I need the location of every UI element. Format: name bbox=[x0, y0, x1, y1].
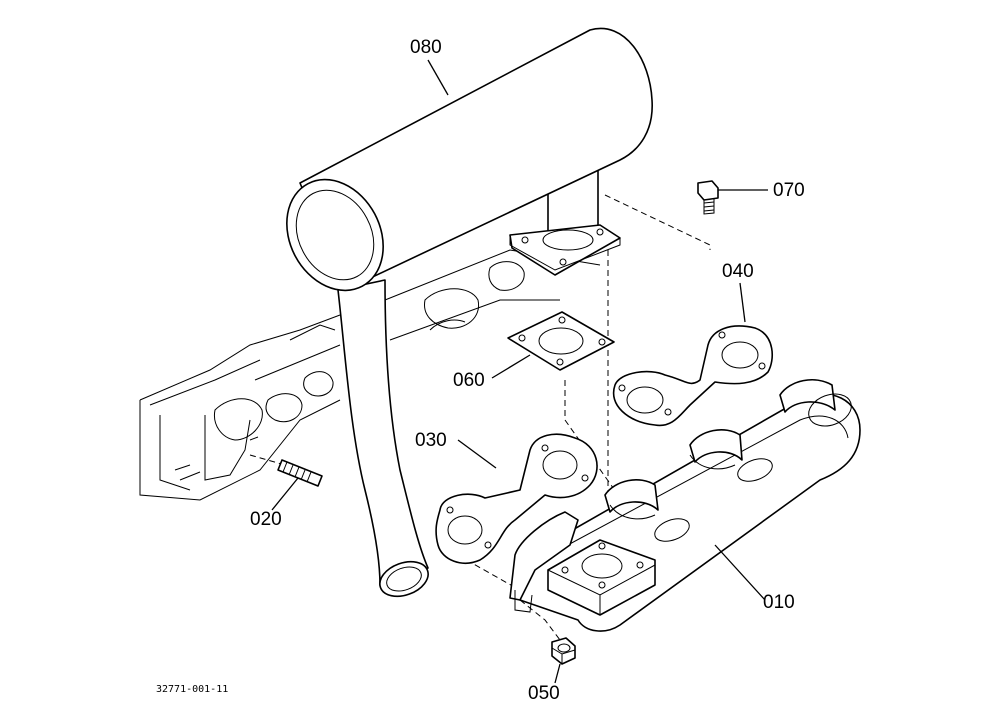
label-080: 080 bbox=[410, 37, 442, 58]
left-exhaust-gasket bbox=[435, 433, 598, 564]
exhaust-manifold bbox=[509, 379, 861, 632]
muffler bbox=[286, 27, 653, 598]
leader-lines bbox=[271, 59, 768, 684]
bolt bbox=[697, 180, 719, 215]
label-030: 030 bbox=[415, 430, 447, 451]
figure-code: 32771-001-11 bbox=[156, 684, 229, 695]
label-070: 070 bbox=[773, 180, 805, 201]
square-gasket bbox=[507, 311, 615, 371]
label-010: 010 bbox=[763, 592, 795, 613]
label-040: 040 bbox=[722, 261, 754, 282]
right-exhaust-gasket bbox=[612, 325, 774, 427]
nut bbox=[551, 637, 576, 665]
label-050: 050 bbox=[528, 683, 560, 704]
stud bbox=[277, 459, 323, 487]
label-020: 020 bbox=[250, 509, 282, 530]
label-060: 060 bbox=[453, 370, 485, 391]
